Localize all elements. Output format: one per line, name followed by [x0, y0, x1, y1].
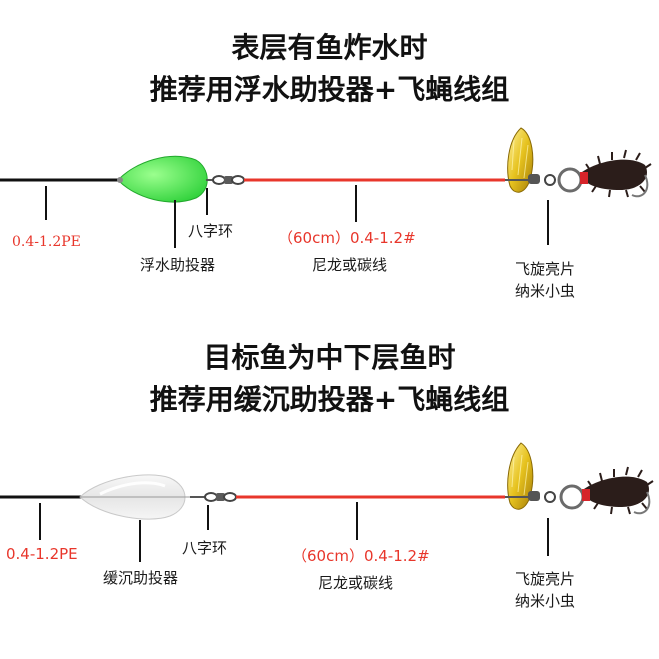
- spinner-lure: [505, 442, 585, 510]
- bottom-pe-label: 0.4-1.2PE: [6, 545, 78, 563]
- top-lure-label-2: 纳米小虫: [515, 282, 576, 300]
- spinner-lure: [505, 127, 583, 193]
- bottom-title-line2: 推荐用缓沉助投器+飞蝇线组: [149, 383, 510, 416]
- top-lure-label-1: 飞旋亮片: [515, 260, 576, 278]
- bottom-sink-label: 缓沉助投器: [103, 569, 179, 587]
- swivel: [212, 175, 245, 185]
- top-rig: [0, 127, 652, 248]
- top-swivel-label: 八字环: [188, 222, 234, 240]
- bottom-rig: [0, 442, 654, 562]
- bottom-leader-spec-label: （60cm）0.4-1.2#: [292, 547, 430, 565]
- top-leader-label: 尼龙或碳线: [312, 256, 388, 274]
- nano-fly: [582, 466, 654, 515]
- sinking-caster: [79, 474, 200, 520]
- top-title-line1: 表层有鱼炸水时: [231, 31, 428, 64]
- float-caster: [117, 156, 208, 203]
- top-pe-label: 0.4-1.2PE: [12, 234, 81, 250]
- bottom-lure-label-1: 飞旋亮片: [515, 570, 576, 588]
- bottom-title-line1: 目标鱼为中下层鱼时: [203, 341, 456, 374]
- top-leader-spec-label: （60cm）0.4-1.2#: [278, 229, 416, 247]
- bottom-swivel-label: 八字环: [182, 539, 228, 557]
- swivel: [204, 492, 237, 502]
- bottom-lure-label-2: 纳米小虫: [515, 592, 576, 610]
- top-float-label: 浮水助投器: [140, 256, 216, 274]
- nano-fly: [580, 149, 652, 198]
- bottom-leader-label: 尼龙或碳线: [318, 574, 394, 592]
- top-title-line2: 推荐用浮水助投器+飞蝇线组: [149, 73, 510, 106]
